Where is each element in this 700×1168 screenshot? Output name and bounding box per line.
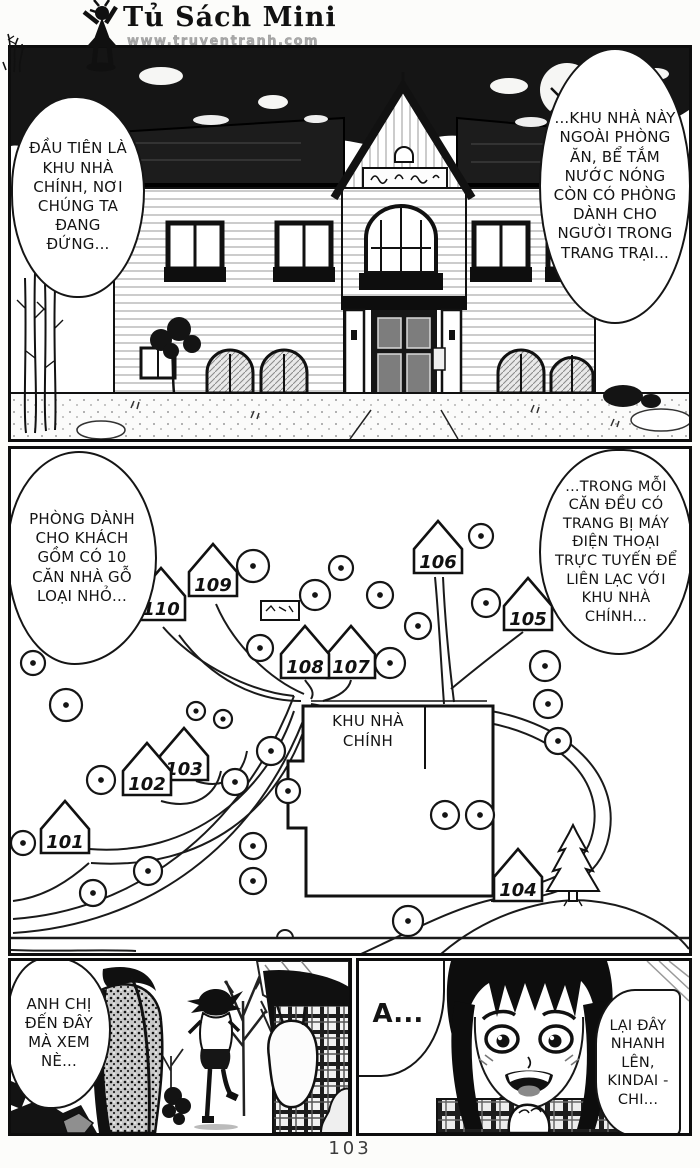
speech-bubble-p1-right: ...KHU NHÀ NÀY NGOÀI PHÒNG ĂN, BỂ TẮM NƯ… bbox=[539, 48, 689, 324]
page-number: 103 bbox=[328, 1138, 372, 1159]
background-flashes bbox=[646, 961, 689, 1002]
map-house-107: 107 bbox=[325, 624, 377, 680]
map-house-104: 104 bbox=[492, 847, 544, 903]
panel-girl-face: A... LẠI ĐÂY NHANH LÊN, KINDAI -CHI... bbox=[356, 958, 692, 1136]
girl-hand bbox=[507, 1103, 551, 1133]
map-main-building bbox=[286, 700, 495, 898]
foreground-rocks bbox=[11, 1081, 97, 1133]
plaid-figure bbox=[255, 961, 349, 1133]
tower-sign bbox=[362, 167, 448, 189]
map-house-102: 102 bbox=[121, 741, 173, 797]
grass-sketch bbox=[2, 33, 28, 73]
map-sign bbox=[260, 600, 300, 621]
tower-window bbox=[359, 204, 443, 290]
svg-text:101: 101 bbox=[46, 832, 84, 853]
girl-silhouette-icon bbox=[82, 0, 119, 72]
main-house-illustration bbox=[11, 48, 689, 439]
logo-title: Tủ Sách Mini bbox=[123, 2, 337, 33]
svg-text:106: 106 bbox=[419, 552, 457, 573]
first-floor-windows bbox=[139, 346, 595, 395]
map-roads bbox=[11, 576, 689, 953]
map-cottages: 110 109 106 105 107 108 103 102 101 104 bbox=[39, 519, 554, 903]
svg-text:104: 104 bbox=[499, 880, 537, 901]
speech-bubble-p3: ANH CHỊ ĐẾN ĐÂY MÀ XEM NÈ... bbox=[11, 961, 111, 1109]
svg-text:103: 103 bbox=[165, 759, 203, 780]
running-scene-illustration bbox=[11, 961, 349, 1133]
main-building-label: KHU NHÀ CHÍNH bbox=[332, 712, 404, 751]
speech-bubble-p1-left: ĐẦU TIÊN LÀ KHU NHÀ CHÍNH, NƠI CHÚNG TA … bbox=[11, 96, 145, 298]
girl-eyes bbox=[484, 1024, 574, 1054]
speech-bubble-p2-left: PHÒNG DÀNH CHO KHÁCH GỒM CÓ 10 CĂN NHÀ G… bbox=[11, 451, 157, 665]
panel-resort-map: 110 109 106 105 107 108 103 102 101 104 … bbox=[8, 446, 692, 956]
svg-text:107: 107 bbox=[332, 657, 370, 678]
speech-bubble-p4-right: LẠI ĐÂY NHANH LÊN, KINDAI -CHI... bbox=[595, 989, 681, 1133]
girl-mouth bbox=[505, 1070, 553, 1097]
resort-map-illustration: 110 109 106 105 107 108 103 102 101 104 bbox=[11, 519, 689, 953]
svg-text:105: 105 bbox=[509, 609, 547, 630]
running-girl bbox=[187, 988, 243, 1130]
map-trees bbox=[11, 522, 656, 938]
panel-main-house: ĐẦU TIÊN LÀ KHU NHÀ CHÍNH, NƠI CHÚNG TA … bbox=[8, 45, 692, 442]
map-house-106: 106 bbox=[412, 519, 464, 575]
svg-text:109: 109 bbox=[194, 575, 232, 596]
panel-running-girl: ANH CHỊ ĐẾN ĐÂY MÀ XEM NÈ... bbox=[8, 958, 352, 1136]
map-house-101: 101 bbox=[39, 799, 91, 855]
pine-tree bbox=[545, 822, 601, 907]
map-house-109: 109 bbox=[187, 542, 239, 598]
svg-text:102: 102 bbox=[128, 774, 166, 795]
speech-bubble-p2-right: ...TRONG MỖI CĂN ĐỀU CÓ TRANG BỊ MÁY ĐIỆ… bbox=[539, 449, 689, 655]
yard-tree bbox=[150, 317, 661, 408]
ground bbox=[11, 392, 689, 439]
map-house-108: 108 bbox=[279, 624, 331, 680]
small-bush bbox=[162, 1087, 191, 1125]
svg-text:110: 110 bbox=[142, 599, 180, 620]
left-trees bbox=[16, 272, 64, 434]
girl-face bbox=[473, 1009, 585, 1111]
map-house-105: 105 bbox=[502, 576, 554, 632]
svg-text:108: 108 bbox=[286, 657, 324, 678]
tower bbox=[330, 72, 476, 299]
